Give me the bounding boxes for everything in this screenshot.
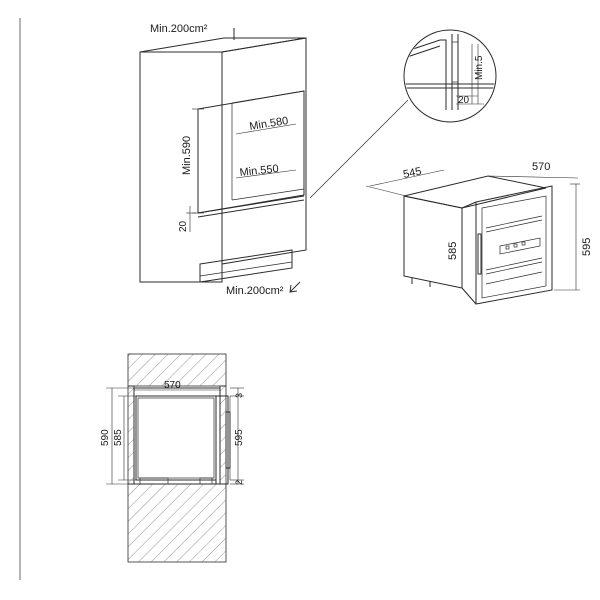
detail-circle [403,29,497,123]
bottom-vent-label: Min.200cm² [226,285,284,297]
top-vent-label: Min.200cm² [150,23,208,35]
appliance-front-height-label: 585 [447,242,459,260]
appliance-depth-label: 545 [402,165,422,181]
appliance-drawing [365,169,580,305]
detail-offset-label: 20 [458,95,470,106]
appliance-total-height-label: 595 [581,238,593,256]
plan-right-height-label: 595 [234,429,245,446]
niche-depth-top-label: Min.580 [249,115,290,133]
plan-drawing [106,353,244,563]
plan-outer-height-label: 590 [100,429,111,446]
niche-height-label: Min.590 [181,136,193,175]
appliance-width-label: 570 [532,161,550,173]
detail-gap-label: Min.5 [474,55,485,80]
plan-width-label: 570 [164,380,181,391]
plan-top-gap-label: 3 [234,393,244,398]
base-offset-label: 20 [178,220,189,232]
niche-depth-bottom-label: Min.550 [239,163,279,179]
plan-inner-height-label: 585 [113,429,124,446]
cabinet-drawing [139,28,409,293]
plan-bottom-gap-label: 2 [234,480,244,485]
